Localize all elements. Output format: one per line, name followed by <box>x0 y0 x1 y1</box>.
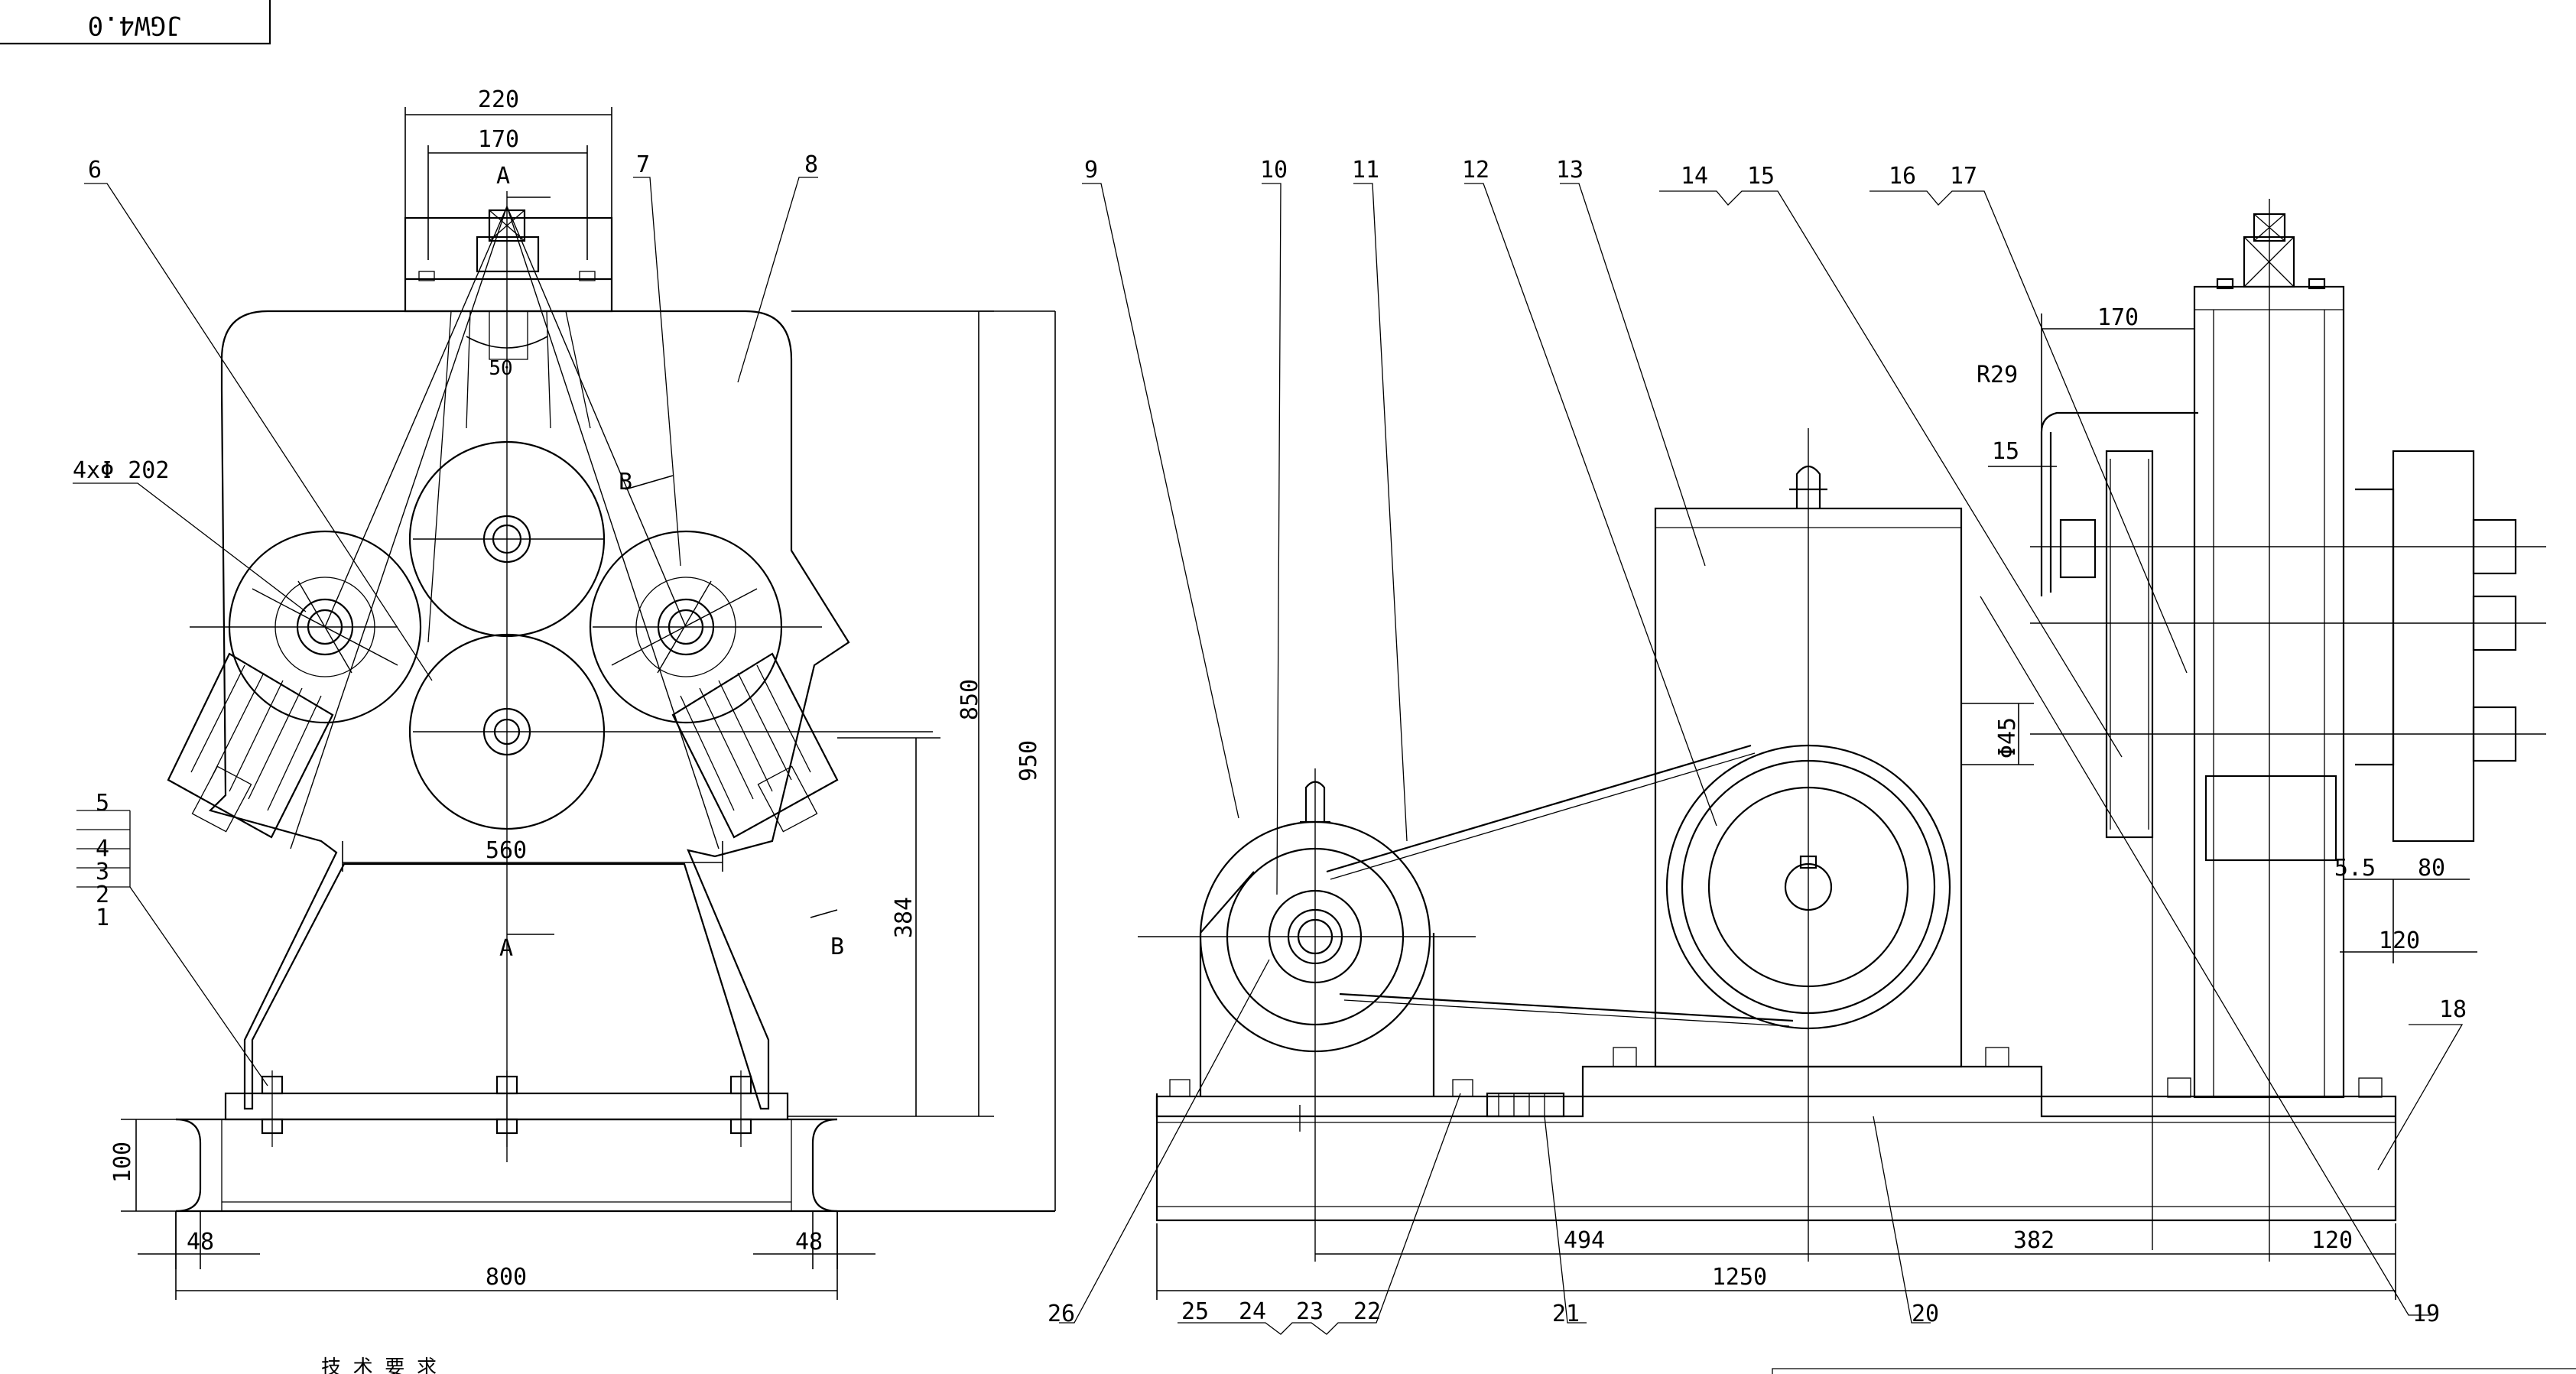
dim-angle-50: 50 <box>489 357 512 380</box>
part-label-4: 4 <box>96 836 109 862</box>
part-label-2: 2 <box>96 882 109 908</box>
dim-48-left: 48 <box>187 1229 214 1255</box>
part-label-6: 6 <box>88 157 102 184</box>
dim-120-base: 120 <box>2311 1227 2353 1254</box>
front-dimensions <box>121 107 1056 1300</box>
dim-100: 100 <box>109 1142 136 1183</box>
dim-382: 382 <box>2013 1227 2055 1254</box>
part-label-8: 8 <box>804 151 818 178</box>
dim-220: 220 <box>478 86 519 113</box>
dim-120-hub: 120 <box>2379 927 2420 954</box>
part-label-13: 13 <box>1556 157 1584 184</box>
part-label-20: 20 <box>1912 1301 1939 1327</box>
adjusting-nut <box>476 235 540 273</box>
part-label-19: 19 <box>2412 1301 2440 1327</box>
tech-requirements-stub: 技 术 要 求 <box>321 1356 437 1374</box>
part-label-22: 22 <box>1353 1298 1381 1325</box>
top-bracket <box>404 216 613 313</box>
dim-5-5: 5.5 <box>2334 855 2376 882</box>
part-label-3: 3 <box>96 859 109 885</box>
part-label-1: 1 <box>96 905 109 931</box>
dim-384: 384 <box>891 897 918 938</box>
part-label-7: 7 <box>636 151 650 178</box>
dim-494: 494 <box>1564 1227 1605 1254</box>
dim-850: 850 <box>957 679 983 720</box>
dim-1250: 1250 <box>1712 1264 1767 1291</box>
dim-170-top: 170 <box>478 126 519 153</box>
dim-15: 15 <box>1992 438 2019 465</box>
drive-disc <box>2105 450 2154 839</box>
part-label-17: 17 <box>1950 163 1977 190</box>
dim-r29: R29 <box>1977 362 2018 388</box>
outer-wheel <box>2392 450 2475 843</box>
section-b-bottom: B <box>830 934 844 960</box>
part-label-26: 26 <box>1048 1301 1075 1327</box>
dim-800: 800 <box>486 1264 527 1291</box>
side-view: 170 R29 15 Φ45 5.5 80 120 494 382 120 12… <box>1048 157 2546 1335</box>
dim-48-right: 48 <box>795 1229 823 1255</box>
section-b-top: B <box>619 469 632 495</box>
dim-950: 950 <box>1015 740 1042 781</box>
part-label-21: 21 <box>1552 1301 1580 1327</box>
part-label-23: 23 <box>1296 1298 1324 1325</box>
part-label-15: 15 <box>1747 163 1775 190</box>
dim-phi45: Φ45 <box>1994 717 2021 758</box>
part-label-10: 10 <box>1260 157 1288 184</box>
section-a-bottom: A <box>499 935 513 962</box>
part-label-18: 18 <box>2439 996 2467 1023</box>
part-label-24: 24 <box>1239 1298 1266 1325</box>
part-label-12: 12 <box>1462 157 1489 184</box>
hole-note: 4xΦ 202 <box>73 457 169 484</box>
part-label-9: 9 <box>1084 157 1098 184</box>
part-label-14: 14 <box>1681 163 1708 190</box>
side-dimensions <box>1156 313 2477 1300</box>
part-label-11: 11 <box>1352 157 1379 184</box>
main-frame <box>208 310 850 1110</box>
front-view: 220 170 50 560 950 850 384 100 48 48 800… <box>73 86 1056 1300</box>
side-leaders <box>1059 183 2464 1335</box>
part-label-25: 25 <box>1181 1298 1209 1325</box>
base-bolts <box>261 1070 752 1147</box>
drawing-number: JGW4.0 <box>88 10 182 41</box>
large-pulley <box>1665 744 1951 1030</box>
part-label-5: 5 <box>96 790 109 817</box>
section-a-top: A <box>496 163 510 190</box>
front-leaders <box>73 177 818 1087</box>
base-frame <box>1155 1095 2397 1222</box>
belt <box>1326 744 1794 1022</box>
dim-80: 80 <box>2418 855 2445 882</box>
dim-560: 560 <box>486 837 527 864</box>
part-label-16: 16 <box>1889 163 1916 190</box>
dim-170-side: 170 <box>2097 304 2139 331</box>
